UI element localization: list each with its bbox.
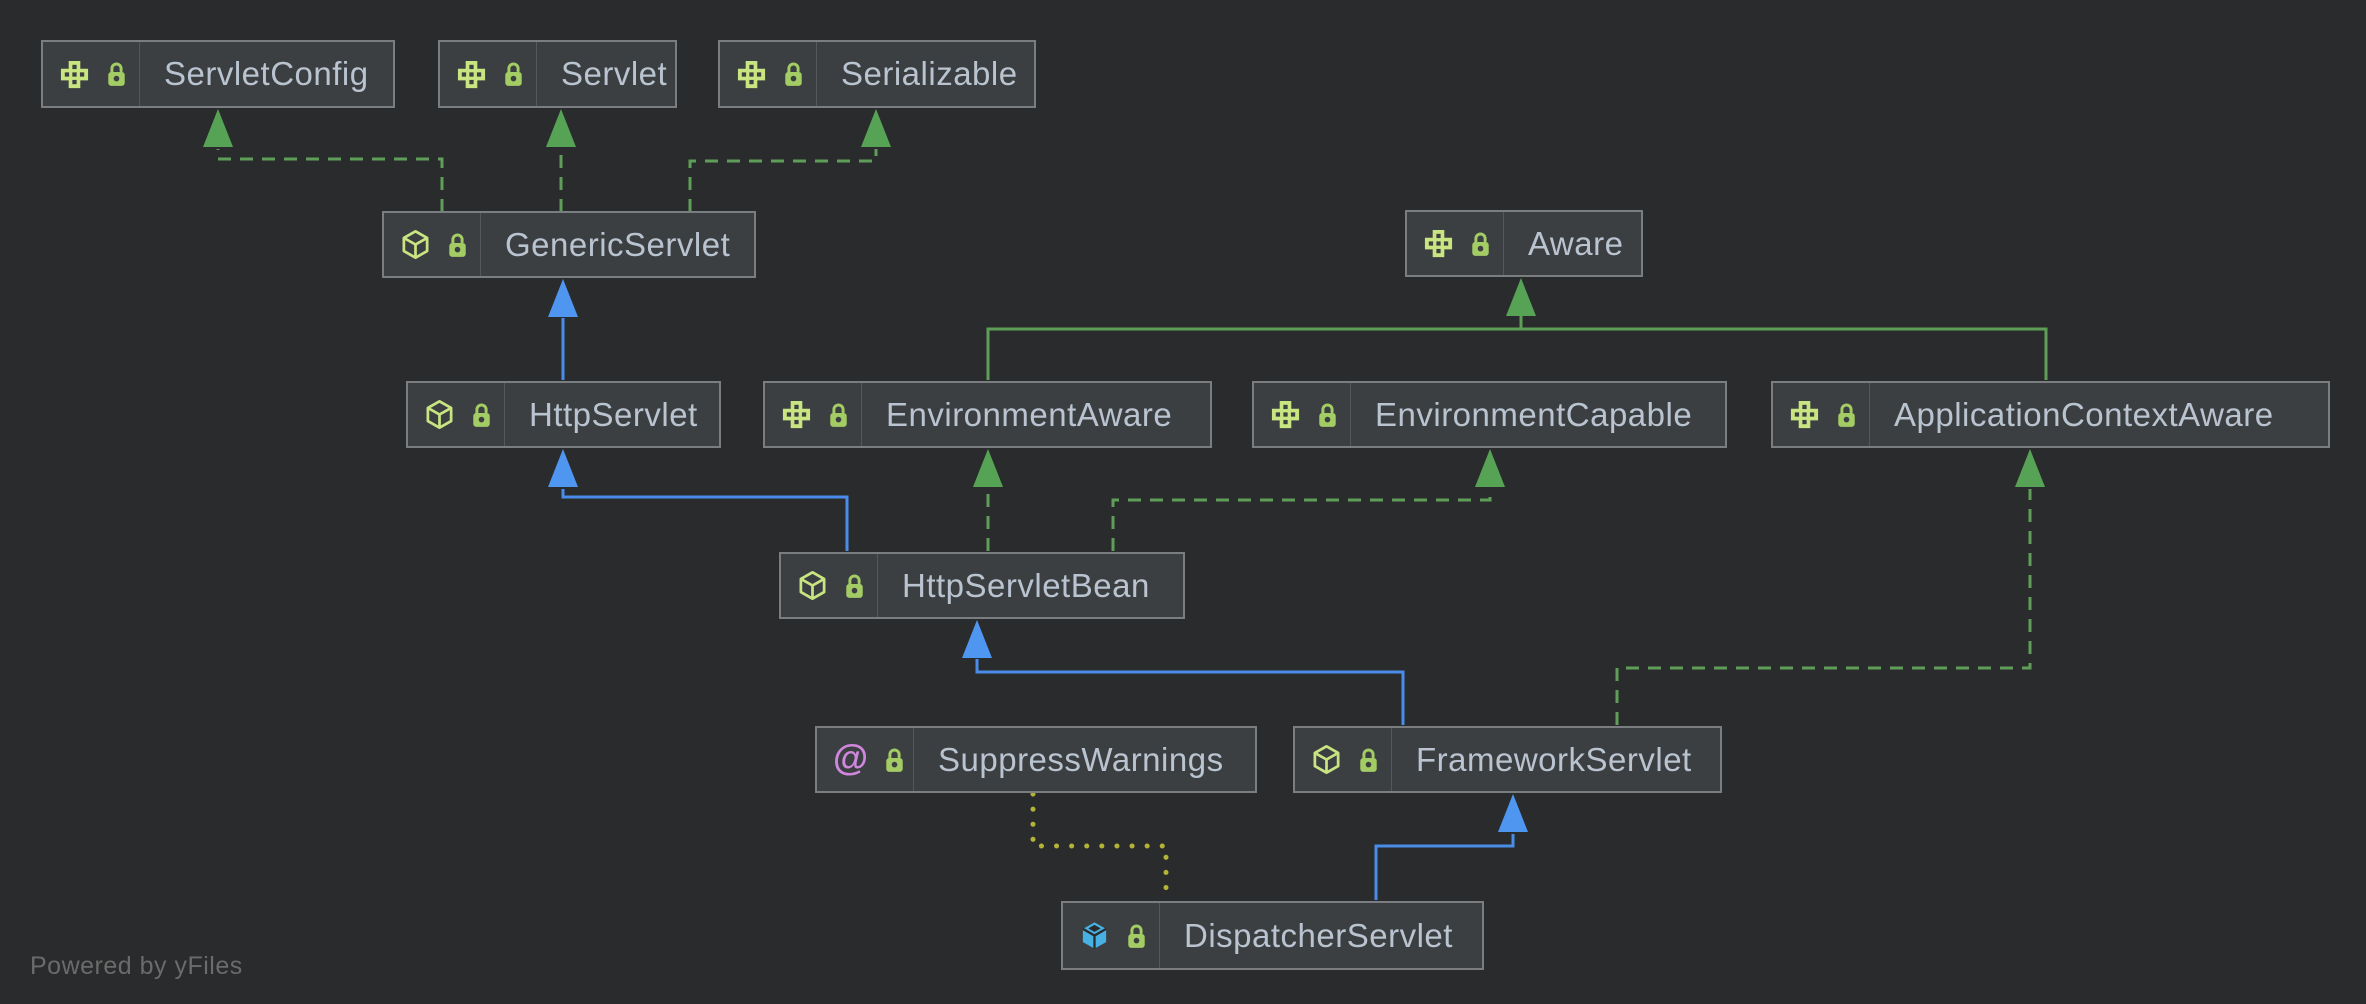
node-label: EnvironmentAware xyxy=(886,395,1173,433)
arrowhead xyxy=(861,109,891,147)
node-generic-servlet[interactable]: GenericServlet xyxy=(382,211,756,278)
lock-icon xyxy=(846,574,863,598)
interface-icon xyxy=(1424,229,1453,258)
class-icon xyxy=(1313,744,1340,775)
interface-icon xyxy=(737,60,766,88)
edge-http-servlet-bean-implements-environment-capable xyxy=(1111,449,1505,551)
interface-icon xyxy=(457,60,486,88)
node-label: Servlet xyxy=(561,55,668,92)
interface-icon xyxy=(782,400,811,429)
node-environment-capable[interactable]: EnvironmentCapable xyxy=(1252,381,1727,448)
node-label: HttpServlet xyxy=(529,395,698,433)
lock-icon xyxy=(505,62,522,86)
node-label: SuppressWarnings xyxy=(938,740,1224,778)
edge-http-servlet-extends-generic-servlet xyxy=(548,279,578,380)
node-suppress-warnings[interactable]: @ SuppressWarnings xyxy=(815,726,1257,793)
arrowhead xyxy=(1506,278,1536,316)
node-dispatcher-servlet[interactable]: DispatcherServlet xyxy=(1061,901,1484,970)
node-icon-area xyxy=(43,42,140,106)
node-aware[interactable]: Aware xyxy=(1405,210,1643,277)
edge-framework-servlet-extends-http-servlet-bean xyxy=(962,620,1405,725)
edge-framework-servlet-implements-application-context-aware xyxy=(1615,449,2045,725)
edge-http-servlet-bean-implements-environment-aware xyxy=(973,449,1003,551)
arrowhead xyxy=(973,449,1003,487)
lock-icon xyxy=(1128,924,1145,948)
arrowhead xyxy=(548,279,578,317)
annotation-icon: @ xyxy=(833,736,869,778)
lock-icon xyxy=(449,233,466,257)
node-icon-area xyxy=(1295,728,1392,791)
node-application-context-aware[interactable]: ApplicationContextAware xyxy=(1771,381,2330,448)
node-icon-area xyxy=(384,213,481,276)
lock-icon xyxy=(1472,232,1489,256)
edge-generic-servlet-implements-servlet-config xyxy=(203,109,444,212)
node-http-servlet[interactable]: HttpServlet xyxy=(406,381,721,448)
arrowhead xyxy=(548,449,578,487)
interface-icon xyxy=(1790,400,1819,429)
arrowhead xyxy=(1475,449,1505,487)
node-label: Aware xyxy=(1528,224,1624,262)
node-label: Serializable xyxy=(841,55,1018,92)
node-serializable[interactable]: Serializable xyxy=(718,40,1036,108)
node-icon-area xyxy=(765,383,862,446)
node-icon-area: @ xyxy=(817,728,914,791)
arrowhead xyxy=(546,109,576,147)
arrowhead xyxy=(2015,449,2045,487)
edge-dispatcher-servlet-extends-framework-servlet xyxy=(1374,794,1528,900)
node-http-servlet-bean[interactable]: HttpServletBean xyxy=(779,552,1185,619)
edge-generic-servlet-implements-serializable xyxy=(688,109,891,212)
node-icon-area xyxy=(720,42,817,106)
interface-icon xyxy=(60,60,89,88)
lock-icon xyxy=(1360,748,1377,772)
edge-environment-aware-application-context-aware-extends-aware xyxy=(986,278,2048,380)
edge-http-servlet-bean-extends-http-servlet xyxy=(548,449,849,551)
arrowhead xyxy=(203,109,233,147)
node-icon-area xyxy=(1254,383,1351,446)
lock-icon xyxy=(473,403,490,427)
lock-icon xyxy=(1838,403,1855,427)
lock-icon xyxy=(785,62,802,86)
interface-icon xyxy=(1271,400,1300,429)
node-icon-area xyxy=(781,554,878,617)
node-label: FrameworkServlet xyxy=(1416,740,1692,778)
node-label: EnvironmentCapable xyxy=(1375,395,1693,433)
node-label: HttpServletBean xyxy=(902,566,1150,604)
node-label: ApplicationContextAware xyxy=(1894,395,2274,433)
edge-generic-servlet-implements-servlet xyxy=(546,109,576,212)
node-icon-area xyxy=(1407,212,1504,275)
arrowhead xyxy=(962,620,992,658)
lock-icon xyxy=(886,748,903,772)
class-icon xyxy=(799,570,826,601)
node-label: DispatcherServlet xyxy=(1184,916,1453,954)
lock-icon xyxy=(1319,403,1336,427)
node-servlet[interactable]: Servlet xyxy=(438,40,677,108)
node-label: ServletConfig xyxy=(164,55,369,92)
class-icon xyxy=(426,399,453,430)
arrowhead xyxy=(1498,794,1528,832)
node-icon-area xyxy=(1063,903,1160,968)
node-icon-area xyxy=(408,383,505,446)
node-icon-area xyxy=(1773,383,1870,446)
lock-icon xyxy=(830,403,847,427)
node-servlet-config[interactable]: ServletConfig xyxy=(41,40,395,108)
class-icon xyxy=(402,229,429,260)
class-icon-blue xyxy=(1082,922,1107,949)
yfiles-watermark: Powered by yFiles xyxy=(30,952,243,980)
node-label: GenericServlet xyxy=(505,225,731,263)
node-icon-area xyxy=(440,42,537,106)
lock-icon xyxy=(108,62,125,86)
edge-suppress-warnings-annotates-dispatcher-servlet xyxy=(1030,791,1169,901)
node-framework-servlet[interactable]: FrameworkServlet xyxy=(1293,726,1722,793)
node-environment-aware[interactable]: EnvironmentAware xyxy=(763,381,1212,448)
